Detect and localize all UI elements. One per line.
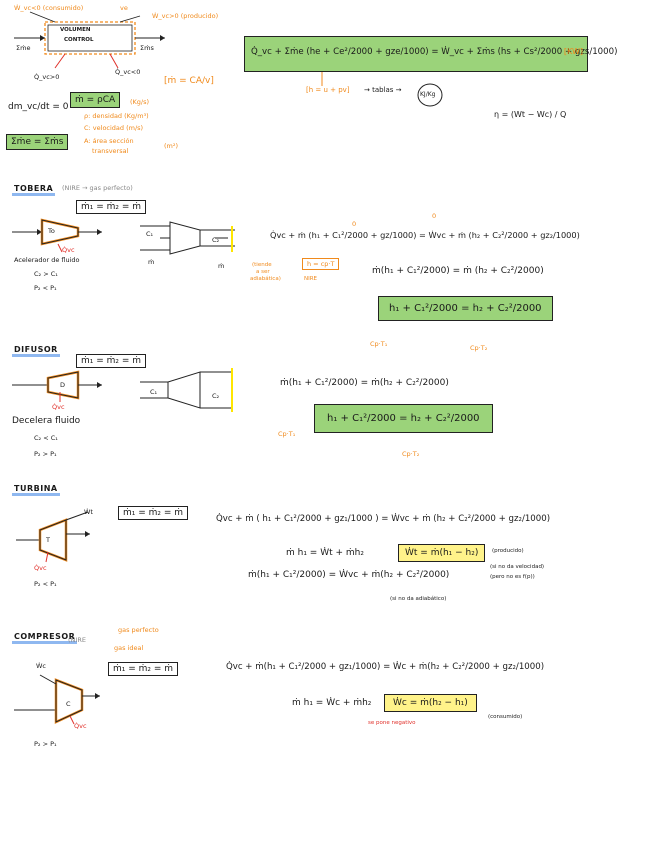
a-units: (m²) xyxy=(164,142,179,150)
compresor-mass: ṁ₁ = ṁ₂ = ṁ xyxy=(108,662,179,676)
turbina-note-2: (pero no es f(p)) xyxy=(490,574,535,580)
difusor-cpt-2: Cp·T₂ xyxy=(402,450,420,458)
ve-label: ve xyxy=(120,4,128,12)
tobera-eq-2: ṁ(h₁ + C₁²/2000) = ṁ (h₂ + C₂²/2000) xyxy=(372,266,544,276)
turbina-eq-2: ṁ h₁ = Ẇt + ṁh₂ xyxy=(286,548,364,558)
tobera-mass: ṁ₁ = ṁ₂ = ṁ xyxy=(76,200,147,214)
difusor-label-d: D xyxy=(60,381,66,389)
mass-flow-eq: ṁ = ρCA xyxy=(70,92,121,108)
w-out-label: Ẇ_vc<0 (consumido) xyxy=(14,4,84,12)
difusor-q: Q̇vc xyxy=(52,403,65,411)
compresor-wc: Ẇc xyxy=(36,662,47,670)
compresor-cond: P₂ > P₁ xyxy=(34,740,57,748)
tobera-zero-1: 0 xyxy=(352,220,357,228)
difusor-eq-2: h₁ + C₁²/2000 = h₂ + C₂²/2000 xyxy=(314,404,493,433)
tables-note: → tablas → xyxy=(364,86,402,94)
tobera-cond-2: P₂ < P₁ xyxy=(34,284,57,292)
turbina-wt: Ẇt xyxy=(84,508,93,516)
energy-balance-box: Q̇_vc + Σṁe (he + Ce²/2000 + gze/1000) =… xyxy=(244,36,617,72)
tobera-c2: C₂ xyxy=(212,236,220,244)
a-def-2: transversal xyxy=(92,147,129,155)
kj-kg-unit: KJ/Kg xyxy=(420,91,436,98)
compresor-neg: se pone negativo xyxy=(368,720,416,726)
tobera-desc: Acelerador de fluido xyxy=(14,256,80,264)
tobera-zero-2: 0 xyxy=(432,212,437,220)
turbina-eq-1: Q̇vc + ṁ ( h₁ + C₁²/2000 + gz₁/1000 ) = … xyxy=(216,514,551,524)
compresor-nire: (NIRE xyxy=(68,636,86,644)
difusor-cond-2: P₂ > P₁ xyxy=(34,450,57,458)
compresor-label-c: C xyxy=(66,700,71,708)
turbina-title: TURBINA xyxy=(12,484,60,496)
q-in-label: Q̇_vc>0 xyxy=(34,73,60,81)
tobera-cpt-2: Cp·T₂ xyxy=(470,344,488,352)
mass-flow-units: (Kg/s) xyxy=(130,98,150,106)
tobera-adiab-1: (tiende xyxy=(252,262,272,268)
tobera-t0: To xyxy=(48,227,55,235)
difusor-desc: Decelera fluido xyxy=(12,416,81,426)
sum-mass-eq: Σṁe = Σṁs xyxy=(6,134,69,150)
compresor-consumed: (consumido) xyxy=(488,714,523,720)
cv-label-1: VOLUMEN xyxy=(60,27,91,33)
tobera-h-cpt: h = cp·T xyxy=(302,258,340,270)
energy-balance-eq: Q̇_vc + Σṁe (he + Ce²/2000 + gze/1000) =… xyxy=(251,47,618,57)
w-in-label: Ẇ_vc>0 (producido) xyxy=(152,12,219,20)
tobera-m2: ṁ xyxy=(218,262,225,270)
turbina-q: Q̇vc xyxy=(34,564,47,572)
tobera-note: (NIRE → gas perfecto) xyxy=(62,184,133,192)
kw-unit: [KW] xyxy=(563,47,583,56)
difusor-title: DIFUSOR xyxy=(12,345,60,357)
difusor-c2: C₂ xyxy=(212,392,220,400)
compresor-title: COMPRESOR xyxy=(12,632,78,644)
compresor-eq-3: Ẇc = ṁ(h₂ − h₁) xyxy=(384,694,477,712)
turbina-produced: (producido) xyxy=(492,548,524,554)
tobera-eq-1: Q̇vc + ṁ (h₁ + C₁²/2000 + gz/1000) = Ẇvc… xyxy=(270,230,580,240)
tobera-eq-3: h₁ + C₁²/2000 = h₂ + C₂²/2000 xyxy=(378,296,553,321)
tobera-c1: C₁ xyxy=(146,230,154,238)
turbina-eq-4: ṁ(h₁ + C₁²/2000) = Ẇvc + ṁ(h₂ + C₂²/2000… xyxy=(248,570,450,580)
me-label: Σṁe xyxy=(16,44,31,52)
c-def: C: velocidad (m/s) xyxy=(84,124,144,132)
compresor-eq-1: Q̇vc + ṁ(h₁ + C₁²/2000 + gz₁/1000) = Ẇc … xyxy=(226,662,545,672)
mass-flow-alt: [ṁ = CA/v] xyxy=(164,76,214,86)
tobera-cond-1: C₂ > C₁ xyxy=(34,270,58,278)
h-note: [h = u + pv] xyxy=(306,86,350,94)
compresor-gas-1: gas perfecto xyxy=(118,626,159,634)
compresor-gas-2: gas ideal xyxy=(114,644,144,652)
difusor-c1: C₁ xyxy=(150,388,158,396)
tobera-adiab-2: a ser xyxy=(256,269,270,275)
efficiency-eq: η = (Wt − Wc) / Q xyxy=(494,110,567,119)
cv-label-2: CONTROL xyxy=(64,37,94,43)
turbina-note-3: (si no da adiabático) xyxy=(390,596,447,602)
tobera-nire: NIRE xyxy=(304,276,318,282)
turbina-cond: P₂ < P₁ xyxy=(34,580,57,588)
tobera-title: TOBERA xyxy=(12,184,56,196)
rho-def: ρ: densidad (Kg/m³) xyxy=(84,112,149,120)
turbina-mass: ṁ₁ = ṁ₂ = ṁ xyxy=(118,506,189,520)
compresor-q: Q̇vc xyxy=(74,722,87,730)
tobera-cpt-1: Cp·T₁ xyxy=(370,340,388,348)
difusor-mass: ṁ₁ = ṁ₂ = ṁ xyxy=(76,354,147,368)
tobera-adiab-3: adiabática) xyxy=(250,276,281,282)
turbina-eq-3: Ẇt = ṁ(h₁ − h₂) xyxy=(398,544,486,562)
difusor-eq-1: ṁ(h₁ + C₁²/2000) = ṁ(h₂ + C₂²/2000) xyxy=(280,378,449,388)
a-def-1: A: área sección xyxy=(84,137,134,145)
tobera-q: Q̇vc xyxy=(62,246,75,254)
tobera-m1: ṁ xyxy=(148,258,155,266)
ms-label: Σṁs xyxy=(140,44,154,52)
mass-balance-eq: dm_vc/dt = 0 xyxy=(8,102,69,112)
compresor-eq-2: ṁ h₁ = Ẇc + ṁh₂ xyxy=(292,698,372,708)
turbina-label-t: T xyxy=(46,536,50,544)
difusor-cond-1: C₂ < C₁ xyxy=(34,434,58,442)
q-out-label: Q̇_vc<0 xyxy=(115,68,141,76)
turbina-note-1: (si no da velocidad) xyxy=(490,564,545,570)
difusor-cpt-1: Cp·T₁ xyxy=(278,430,296,438)
